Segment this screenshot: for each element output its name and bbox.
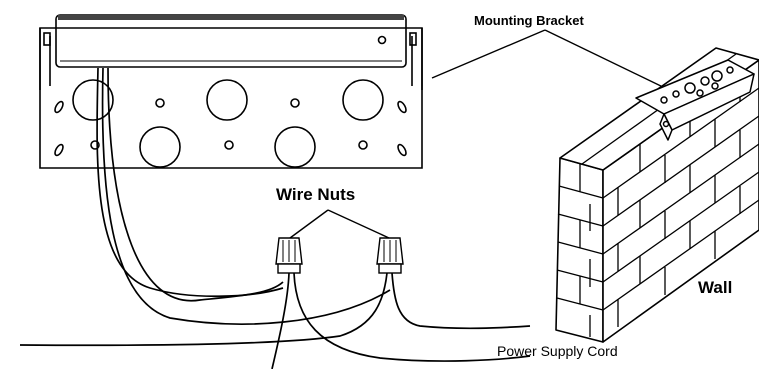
slot-left-bottom xyxy=(54,143,64,157)
bracket-tab-right xyxy=(409,32,417,46)
leader-lines xyxy=(289,29,666,239)
slot-right-top xyxy=(397,100,407,114)
fixture-wire-1 xyxy=(96,67,284,298)
supply-wire-2 xyxy=(293,272,531,362)
slot-left-top xyxy=(54,100,64,114)
leader-bracket-fixture xyxy=(431,29,546,79)
supply-wire-1 xyxy=(271,272,290,369)
label-wall: Wall xyxy=(698,278,732,297)
wire-nut-right xyxy=(376,237,404,274)
slot-right-bottom xyxy=(397,143,407,157)
supply-wire-3 xyxy=(19,272,388,347)
supply-wire-4 xyxy=(391,272,531,330)
label-power-supply-cord: Power Supply Cord xyxy=(497,343,618,359)
hole-small-3 xyxy=(90,140,100,150)
hole-small-1 xyxy=(155,98,165,108)
fixture-wires xyxy=(96,67,391,325)
fixture-bar xyxy=(55,14,407,68)
wire-nut-left xyxy=(275,237,303,274)
plate-flange-left xyxy=(39,28,51,90)
supply-wires xyxy=(19,272,531,369)
hole-small-2 xyxy=(290,98,300,108)
plate-flange-right xyxy=(411,28,423,90)
mounting-bracket xyxy=(635,59,755,141)
knockout-large-5 xyxy=(274,126,316,168)
leader-bracket-wall xyxy=(544,29,666,89)
fixture-plate xyxy=(39,14,423,169)
knockout-large-1 xyxy=(72,79,114,121)
label-mounting-bracket: Mounting Bracket xyxy=(474,13,584,28)
fixture-wire-3 xyxy=(107,67,284,302)
leader-wire-nut-left xyxy=(289,209,329,239)
fixture-bar-top-edge xyxy=(58,15,404,20)
plate-outline xyxy=(39,27,423,169)
hole-small-4 xyxy=(224,140,234,150)
label-wire-nuts: Wire Nuts xyxy=(276,185,355,204)
bracket-tab-left xyxy=(43,32,51,46)
fixture-wire-2 xyxy=(101,67,391,325)
hole-small-5 xyxy=(358,140,368,150)
fixture-screw-hole xyxy=(377,35,387,45)
knockout-large-2 xyxy=(206,79,248,121)
knockout-large-3 xyxy=(342,79,384,121)
leader-wire-nut-right xyxy=(327,209,390,239)
knockout-large-4 xyxy=(139,126,181,168)
